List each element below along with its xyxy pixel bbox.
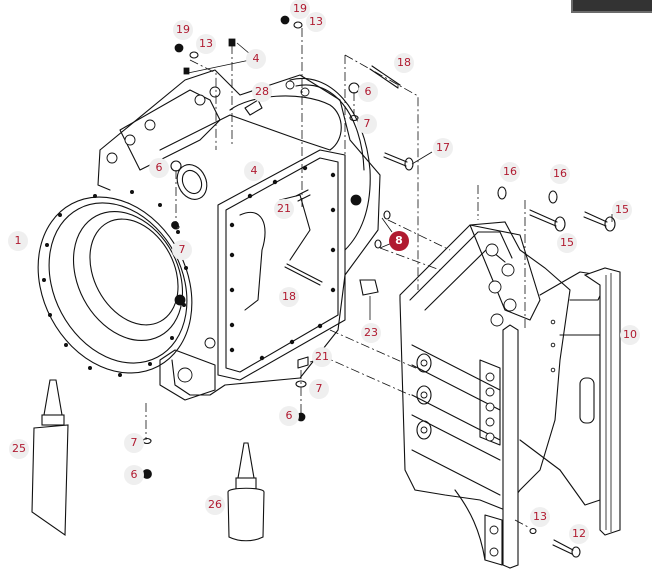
callout-15[interactable]: 15 bbox=[557, 233, 577, 253]
sealant-tube bbox=[31, 379, 69, 537]
callout-25[interactable]: 25 bbox=[9, 439, 29, 459]
callout-8-selected[interactable]: 8 bbox=[389, 231, 409, 251]
callout-16[interactable]: 16 bbox=[500, 162, 520, 182]
callout-7[interactable]: 7 bbox=[124, 433, 144, 453]
callout-6[interactable]: 6 bbox=[124, 465, 144, 485]
callout-6[interactable]: 6 bbox=[149, 158, 169, 178]
ring-bolt-holes bbox=[42, 189, 188, 377]
callout-4[interactable]: 4 bbox=[244, 161, 264, 181]
lift-housing-assembly bbox=[399, 221, 621, 569]
callout-10[interactable]: 10 bbox=[620, 325, 640, 345]
callout-26[interactable]: 26 bbox=[205, 495, 225, 515]
callout-18[interactable]: 18 bbox=[394, 53, 414, 73]
corner-toolbar[interactable] bbox=[571, 0, 652, 13]
callout-18[interactable]: 18 bbox=[279, 287, 299, 307]
callout-1[interactable]: 1 bbox=[8, 231, 28, 251]
flange-bolt-holes bbox=[229, 165, 336, 361]
callout-17[interactable]: 17 bbox=[433, 138, 453, 158]
fasteners bbox=[142, 15, 616, 558]
callout-15[interactable]: 15 bbox=[612, 200, 632, 220]
callout-16[interactable]: 16 bbox=[550, 164, 570, 184]
callout-13[interactable]: 13 bbox=[196, 34, 216, 54]
callout-28[interactable]: 28 bbox=[252, 82, 272, 102]
callout-13[interactable]: 13 bbox=[306, 12, 326, 32]
adhesive-bottle bbox=[227, 442, 265, 542]
leader-lines bbox=[145, 28, 613, 529]
callout-21[interactable]: 21 bbox=[274, 199, 294, 219]
callout-7[interactable]: 7 bbox=[172, 240, 192, 260]
callout-4[interactable]: 4 bbox=[246, 49, 266, 69]
callout-23[interactable]: 23 bbox=[361, 323, 381, 343]
callout-6[interactable]: 6 bbox=[358, 82, 378, 102]
callout-12[interactable]: 12 bbox=[569, 524, 589, 544]
callout-6[interactable]: 6 bbox=[279, 406, 299, 426]
callout-19[interactable]: 19 bbox=[290, 0, 310, 19]
callout-7[interactable]: 7 bbox=[309, 379, 329, 399]
callout-19[interactable]: 19 bbox=[173, 20, 193, 40]
callout-7[interactable]: 7 bbox=[357, 114, 377, 134]
callout-13[interactable]: 13 bbox=[530, 507, 550, 527]
callout-21[interactable]: 21 bbox=[312, 347, 332, 367]
